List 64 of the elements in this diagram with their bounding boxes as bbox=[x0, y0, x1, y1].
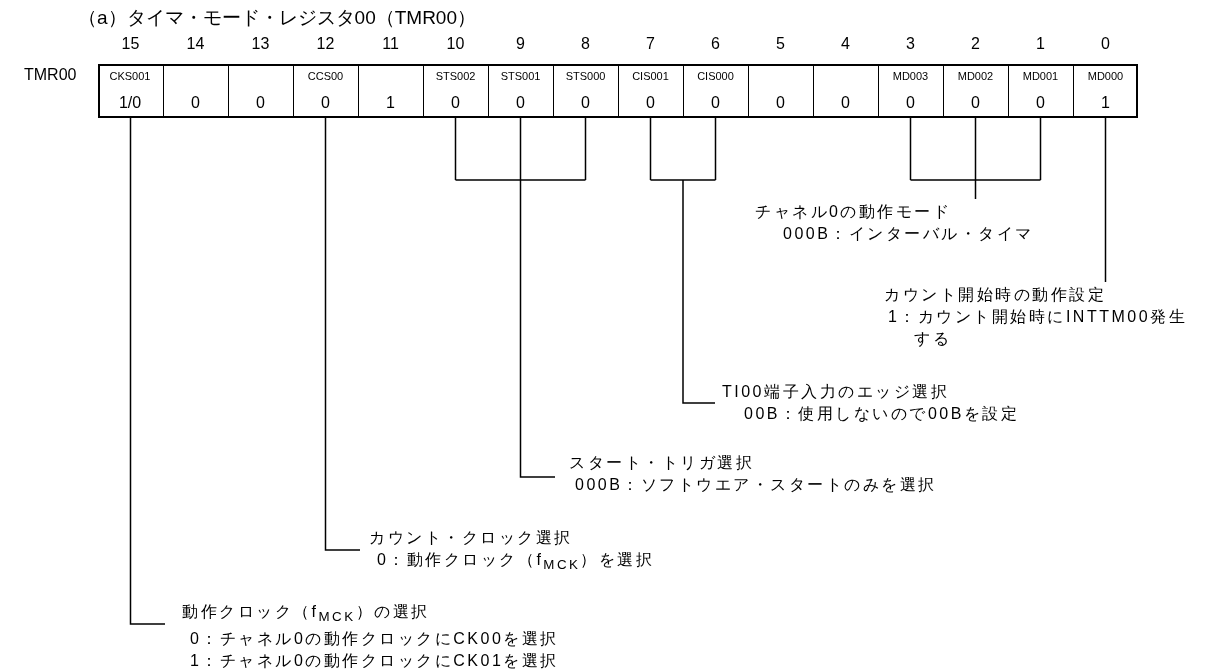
bit-number: 8 bbox=[580, 35, 591, 53]
description-heading: 動作クロック（f$_{MCK}$）の選択 bbox=[181, 602, 431, 627]
leader-line bbox=[1104, 117, 1107, 283]
bit-name: CIS000 bbox=[696, 70, 735, 82]
bit-number: 12 bbox=[315, 35, 336, 53]
bit-number: 1 bbox=[1035, 35, 1046, 53]
description-line: 1：チャネル0の動作クロックにCK01を選択 bbox=[189, 651, 560, 671]
title: （a）タイマ・モード・レジスタ00（TMR00） bbox=[78, 6, 476, 30]
description-line: 00B：使用しないので00Bを設定 bbox=[743, 404, 1021, 424]
bit-name: CIS001 bbox=[631, 70, 670, 82]
bit-number: 11 bbox=[381, 35, 400, 53]
bit-number: 0 bbox=[1100, 35, 1111, 53]
bit-value: 1 bbox=[1100, 94, 1111, 112]
bit-value: 0 bbox=[190, 94, 201, 112]
bit-value: 0 bbox=[255, 94, 266, 112]
bit-number: 15 bbox=[120, 35, 141, 53]
bit-name: MD003 bbox=[891, 70, 930, 82]
description-heading: スタート・トリガ選択 bbox=[568, 453, 755, 473]
bit-number: 13 bbox=[250, 35, 271, 53]
bit-value: 1/0 bbox=[117, 94, 143, 112]
bit-number: 9 bbox=[515, 35, 526, 53]
bit-name: STS000 bbox=[564, 70, 607, 82]
description-line: 000B：ソフトウエア・スタートのみを選択 bbox=[574, 475, 938, 495]
bit-value: 0 bbox=[775, 94, 786, 112]
bit-number: 14 bbox=[185, 35, 206, 53]
description-line: 0：動作クロック（f$_{MCK}$）を選択 bbox=[376, 550, 656, 575]
bit-name: STS001 bbox=[499, 70, 542, 82]
bit-number: 2 bbox=[970, 35, 981, 53]
bit-name: STS002 bbox=[434, 70, 477, 82]
leader-line bbox=[649, 117, 717, 404]
bit-name: MD000 bbox=[1086, 70, 1125, 82]
bit-value: 0 bbox=[580, 94, 591, 112]
bit-value: 0 bbox=[840, 94, 851, 112]
bit-number: 5 bbox=[775, 35, 786, 53]
description-heading: カウント開始時の動作設定 bbox=[884, 285, 1107, 305]
bit-value: 0 bbox=[970, 94, 981, 112]
leader-line bbox=[454, 117, 587, 478]
bit-value: 0 bbox=[1035, 94, 1046, 112]
register-name: TMR00 bbox=[24, 66, 77, 84]
description-heading: カウント・クロック選択 bbox=[368, 528, 574, 548]
description-line: 0：チャネル0の動作クロックにCK00を選択 bbox=[189, 629, 560, 650]
description-heading: TI00端子入力のエッジ選択 bbox=[721, 382, 950, 402]
leader-line bbox=[909, 117, 1042, 200]
description-line: 1：カウント開始時にINTTM00発生する bbox=[887, 307, 1189, 349]
bit-number: 6 bbox=[710, 35, 721, 53]
bit-name: CCS00 bbox=[306, 70, 345, 82]
description-heading: チャネル0の動作モード bbox=[755, 202, 953, 222]
leader-line bbox=[129, 117, 166, 625]
bit-number: 10 bbox=[445, 35, 466, 53]
description-line: 000B：インターバル・タイマ bbox=[782, 224, 1035, 244]
bit-name: MD001 bbox=[1021, 70, 1060, 82]
bit-value: 0 bbox=[515, 94, 526, 112]
bit-number: 4 bbox=[840, 35, 851, 53]
bit-number: 7 bbox=[645, 35, 656, 53]
bit-value: 0 bbox=[710, 94, 721, 112]
bit-value: 1 bbox=[385, 94, 396, 112]
bit-value: 0 bbox=[905, 94, 916, 112]
leader-line bbox=[324, 117, 361, 551]
bit-value: 0 bbox=[645, 94, 656, 112]
bit-name: CKS001 bbox=[108, 70, 152, 82]
bit-value: 0 bbox=[320, 94, 331, 112]
bit-name: MD002 bbox=[956, 70, 995, 82]
bit-value: 0 bbox=[450, 94, 461, 112]
bit-number: 3 bbox=[905, 35, 916, 53]
